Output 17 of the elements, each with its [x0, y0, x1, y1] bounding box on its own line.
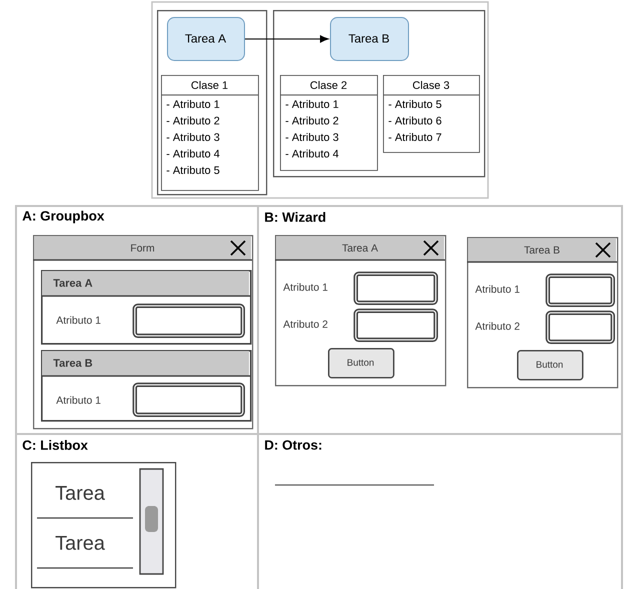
- task-box: Tarea B: [330, 17, 409, 61]
- input-field: [132, 304, 245, 338]
- input-field: [546, 274, 615, 307]
- input-field: [354, 308, 438, 342]
- class-box: Clase 2 - Atributo 1 - Atributo 2 - Atributo 3 - Atributo 4: [280, 75, 378, 171]
- container-box: [273, 10, 486, 178]
- task-box: Tarea A: [167, 17, 245, 61]
- button: Button: [517, 350, 584, 380]
- container-box: [157, 10, 268, 196]
- input-field: [132, 382, 245, 417]
- input-field: [354, 272, 438, 305]
- input-field: [546, 310, 615, 344]
- table-cell: D: Otros:: [257, 433, 623, 589]
- button: Button: [328, 348, 394, 378]
- class-box: Clase 3 - Atributo 5 - Atributo 6 - Atributo 7: [382, 75, 480, 153]
- arrow: [244, 35, 329, 43]
- class-box: Clase 1 - Atributo 1 - Atributo 2 - Atributo 3 - Atributo 4 - Atributo 5: [160, 75, 259, 191]
